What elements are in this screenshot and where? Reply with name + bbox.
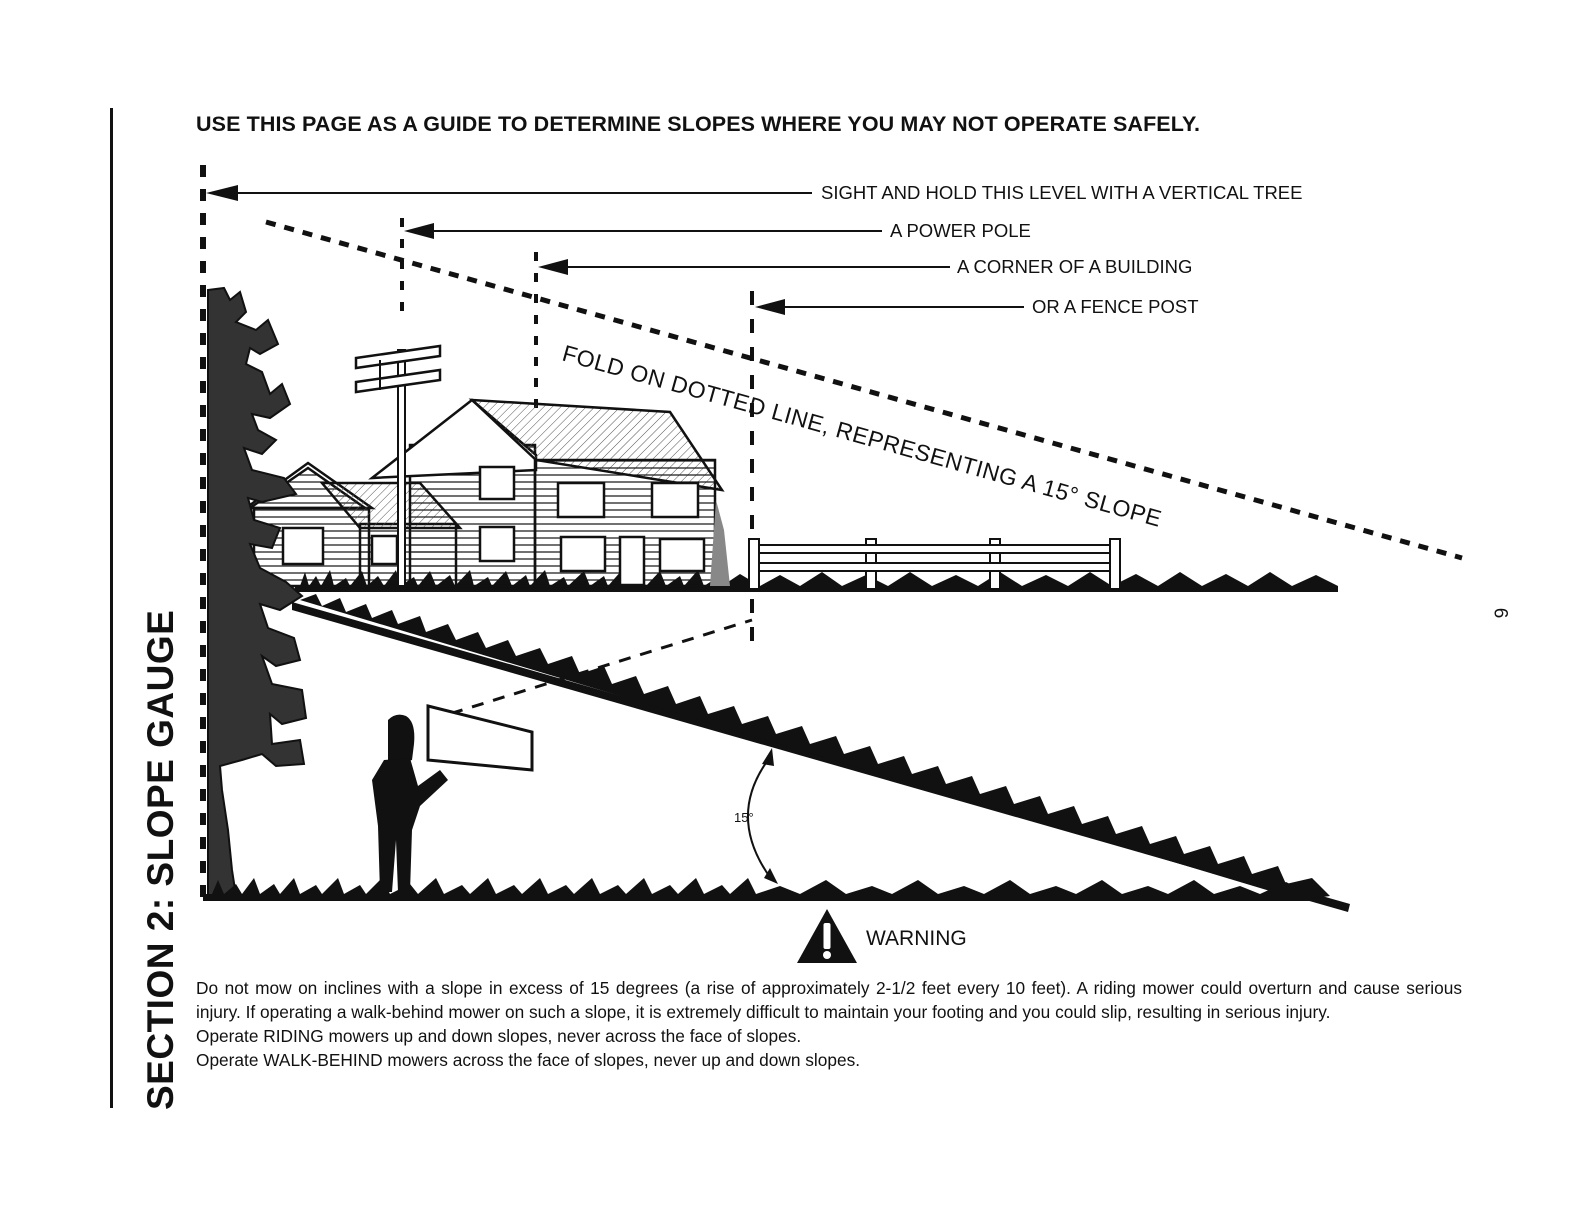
angle-marker: 15° (734, 748, 778, 884)
distant-tree (710, 500, 730, 586)
warning-paragraph: Do not mow on inclines with a slope in e… (196, 978, 1462, 1022)
sight-arrow-pole (404, 223, 882, 239)
large-house (368, 398, 725, 588)
sight-label-tree: SIGHT AND HOLD THIS LEVEL WITH A VERTICA… (821, 182, 1302, 203)
power-pole (354, 344, 442, 587)
tree (207, 286, 308, 897)
bottom-ground (203, 878, 1313, 901)
warning-title: WARNING (866, 927, 967, 950)
sight-label-fence: OR A FENCE POST (1032, 296, 1199, 317)
warning-body: Do not mow on inclines with a slope in e… (196, 976, 1462, 1072)
warning-riding-instruction: Operate RIDING mowers up and down slopes… (196, 1026, 802, 1046)
sight-label-building: A CORNER OF A BUILDING (957, 256, 1192, 277)
sight-arrow-tree (206, 185, 812, 201)
person-silhouette (372, 704, 534, 892)
page-heading: USE THIS PAGE AS A GUIDE TO DETERMINE SL… (196, 112, 1201, 136)
sight-arrow-fence (755, 299, 1024, 315)
sight-arrow-building (538, 259, 950, 275)
angle-label: 15° (734, 810, 754, 825)
warning-walk-behind-instruction: Operate WALK-BEHIND mowers across the fa… (196, 1050, 861, 1070)
fold-line (265, 219, 1463, 561)
sight-label-pole: A POWER POLE (890, 220, 1031, 241)
section-rule (110, 108, 113, 1108)
warning-icon (797, 909, 857, 963)
fence (748, 538, 1121, 590)
